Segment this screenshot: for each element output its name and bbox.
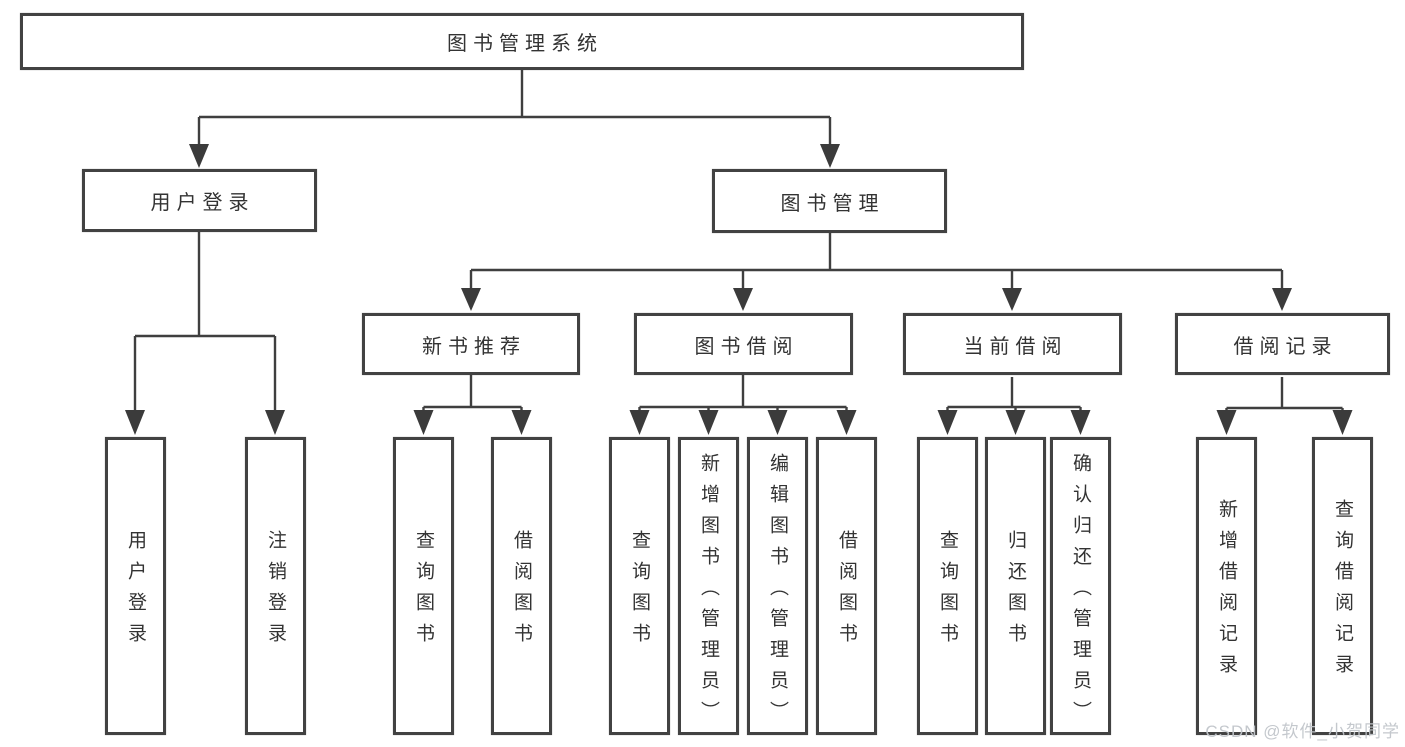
- node-label: 借阅图书: [836, 530, 857, 654]
- leaf-user-login: 用户登录: [105, 437, 166, 735]
- leaf-logout: 注销登录: [245, 437, 306, 735]
- connector-login-to-leaves: [125, 232, 285, 435]
- node-label: 归还图书: [1005, 530, 1026, 654]
- arrow-down-icon: [629, 410, 650, 435]
- node-current-borrow: 当前借阅: [903, 313, 1122, 375]
- leaf-query-borrow-record: 查询借阅记录: [1312, 437, 1373, 735]
- leaf-add-borrow-record: 新增借阅记录: [1196, 437, 1257, 735]
- node-system-root: 图书管理系统: [20, 13, 1024, 70]
- node-label: 注销登录: [265, 530, 286, 654]
- connector-root-to-level2: [189, 70, 840, 168]
- node-label: 查询图书: [937, 530, 958, 654]
- leaf-query-books-current: 查询图书: [917, 437, 978, 735]
- arrow-down-icon: [698, 410, 719, 435]
- connector-records-to-leaves: [1216, 377, 1353, 435]
- node-label: 查询借阅记录: [1332, 499, 1353, 685]
- connector-current-to-leaves: [937, 377, 1091, 435]
- node-label: 查询图书: [413, 530, 434, 654]
- arrow-down-icon: [820, 144, 840, 168]
- leaf-borrow-books: 借阅图书: [816, 437, 877, 735]
- arrow-down-icon: [189, 144, 209, 168]
- leaf-borrow-books-recommend: 借阅图书: [491, 437, 552, 735]
- leaf-return-book: 归还图书: [985, 437, 1046, 735]
- node-book-borrow: 图书借阅: [634, 313, 853, 375]
- arrow-down-icon: [733, 288, 753, 311]
- node-label: 新增图书（管理员）: [698, 452, 719, 732]
- leaf-query-books-borrow: 查询图书: [609, 437, 670, 735]
- arrow-down-icon: [1070, 410, 1091, 435]
- node-label: 图书管理系统: [447, 33, 603, 55]
- arrow-down-icon: [413, 410, 434, 435]
- leaf-confirm-return-admin: 确认归还（管理员）: [1050, 437, 1111, 735]
- arrow-down-icon: [1002, 288, 1022, 311]
- node-label: 借阅图书: [511, 530, 532, 654]
- arrow-down-icon: [767, 410, 788, 435]
- connector-borrow-to-leaves: [629, 375, 857, 435]
- node-label: 用户登录: [125, 530, 146, 654]
- node-book-management: 图书管理: [712, 169, 947, 233]
- arrow-down-icon: [1005, 410, 1026, 435]
- node-label: 图书借阅: [694, 335, 799, 358]
- arrow-down-icon: [1332, 410, 1353, 435]
- node-new-book-recommend: 新书推荐: [362, 313, 580, 375]
- arrow-down-icon: [1216, 410, 1237, 435]
- arrow-down-icon: [836, 410, 857, 435]
- arrow-down-icon: [125, 410, 145, 435]
- leaf-query-books-recommend: 查询图书: [393, 437, 454, 735]
- node-label: 借阅记录: [1233, 335, 1338, 358]
- arrow-down-icon: [511, 410, 532, 435]
- node-label: 确认归还（管理员）: [1070, 452, 1091, 732]
- node-borrow-records: 借阅记录: [1175, 313, 1390, 375]
- node-label: 用户登录: [150, 192, 255, 214]
- node-label: 新书推荐: [422, 335, 526, 358]
- connector-recommend-to-leaves: [413, 375, 532, 435]
- arrow-down-icon: [937, 410, 958, 435]
- arrow-down-icon: [265, 410, 285, 435]
- node-label: 图书管理: [780, 192, 885, 215]
- csdn-watermark: CSDN @软件_小贺同学: [1205, 722, 1400, 741]
- arrow-down-icon: [1272, 288, 1292, 311]
- node-label: 新增借阅记录: [1216, 499, 1237, 685]
- node-label: 查询图书: [629, 530, 650, 654]
- node-user-login: 用户登录: [82, 169, 317, 232]
- leaf-add-book-admin: 新增图书（管理员）: [678, 437, 739, 735]
- connector-mgmt-to-level3: [461, 233, 1292, 311]
- leaf-edit-book-admin: 编辑图书（管理员）: [747, 437, 808, 735]
- node-label: 当前借阅: [963, 335, 1068, 358]
- node-label: 编辑图书（管理员）: [767, 452, 788, 732]
- arrow-down-icon: [461, 288, 481, 311]
